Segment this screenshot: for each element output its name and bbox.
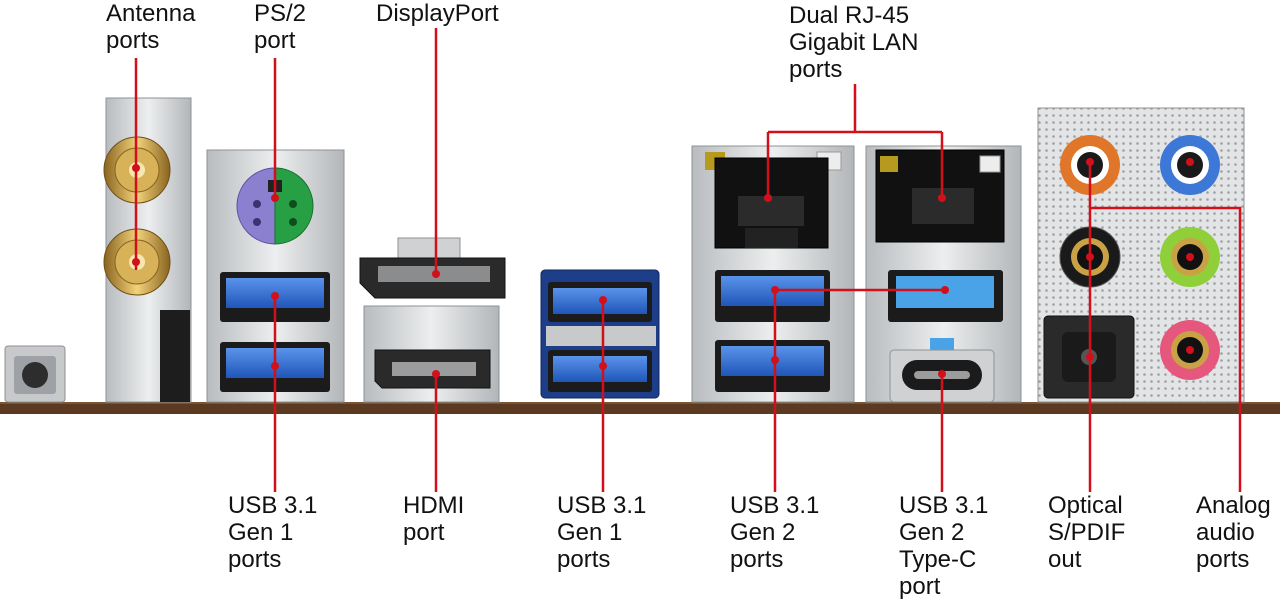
label-antenna-ports: Antenna ports xyxy=(106,0,196,54)
label-usb-typec: USB 3.1 Gen 2 Type-C port xyxy=(899,492,989,600)
label-usb-gen2: USB 3.1 Gen 2 ports xyxy=(730,492,820,573)
hdmi-connector xyxy=(363,305,500,403)
label-analog-audio: Analog audio ports xyxy=(1196,492,1271,573)
video-output-block xyxy=(359,237,506,403)
label-dual-lan-ports: Dual RJ-45 Gigabit LAN ports xyxy=(789,2,919,83)
label-hdmi-port: HDMI port xyxy=(403,492,465,546)
label-displayport: DisplayPort xyxy=(376,0,499,27)
lan1-usb-gen2-block xyxy=(691,145,855,403)
antenna-connectors xyxy=(103,97,192,403)
displayport-connector xyxy=(359,257,506,299)
rj45-port-1 xyxy=(714,157,829,249)
audio-panel xyxy=(1037,107,1245,403)
usb-gen1-mid-bottom xyxy=(548,350,652,392)
usb-gen2-bottom xyxy=(715,340,830,392)
usb-gen2-top xyxy=(715,270,830,322)
lan2-typec-block xyxy=(865,145,1022,403)
label-usb-gen1-left: USB 3.1 Gen 1 ports xyxy=(228,492,318,573)
label-ps2-port: PS/2 port xyxy=(254,0,307,54)
callout-dots xyxy=(132,158,1194,378)
callout-lan xyxy=(766,84,944,198)
usb-gen2-typea-port xyxy=(888,270,1003,322)
label-usb-gen1-mid: USB 3.1 Gen 1 ports xyxy=(557,492,647,573)
clear-cmos-button xyxy=(4,345,66,403)
pcb-board xyxy=(0,402,1280,414)
label-optical-spdif: Optical S/PDIF out xyxy=(1048,492,1126,573)
callout-analog xyxy=(1090,206,1242,492)
usb-gen1-mid-stack xyxy=(540,269,660,399)
